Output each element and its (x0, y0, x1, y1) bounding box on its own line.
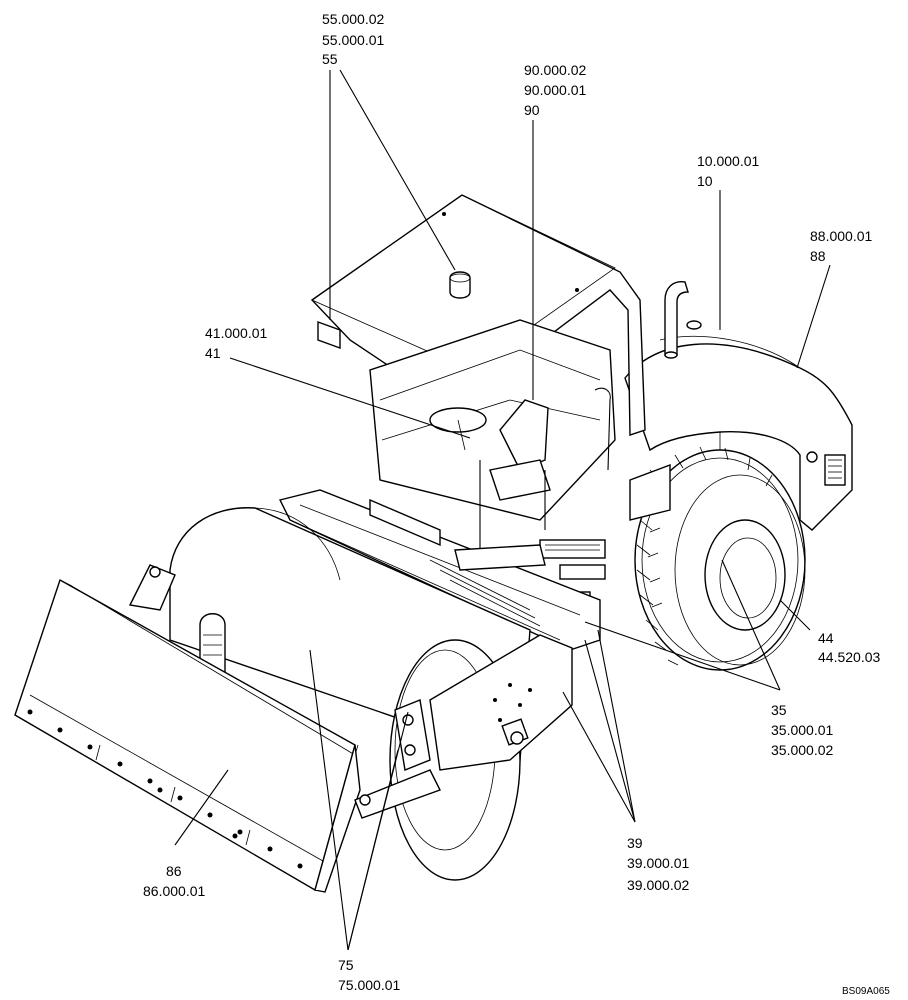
callout-41: 41.000.01 41 (205, 325, 267, 361)
callout-88-line2: 88 (810, 248, 826, 264)
callout-39-line3: 39.000.02 (627, 877, 689, 893)
callout-75: 75 75.000.01 (338, 957, 400, 993)
callout-88: 88.000.01 88 (810, 228, 872, 264)
callout-86-line1: 86 (166, 863, 182, 879)
callout-35-line3: 35.000.02 (771, 742, 833, 758)
callout-44: 44 44.520.03 (818, 630, 880, 665)
exhaust-pipe (664, 281, 702, 359)
callout-86-line2: 86.000.01 (143, 883, 205, 899)
callout-44-line1: 44 (818, 630, 834, 646)
leader-39a (562, 691, 636, 823)
leader-39b (584, 639, 636, 823)
leader-lines (174, 69, 831, 951)
leader-44 (779, 599, 811, 631)
callout-35: 35 35.000.01 35.000.02 (771, 702, 833, 758)
callout-75-line2: 75.000.01 (338, 977, 400, 993)
leader-35b (721, 559, 781, 691)
leader-75a (309, 649, 349, 951)
leader-39c (597, 629, 636, 823)
callout-35-line2: 35.000.01 (771, 722, 833, 738)
callout-90-line2: 90.000.01 (524, 82, 586, 98)
leader-55b (339, 69, 456, 271)
callout-39-line1: 39 (627, 835, 643, 851)
drum-side-frame (394, 634, 573, 771)
leader-41 (229, 357, 471, 439)
callout-10: 10.000.01 10 (697, 153, 759, 189)
leader-35a (584, 621, 781, 691)
leader-75c (347, 711, 409, 951)
callout-55-line3: 55 (322, 51, 338, 67)
engine-hood (624, 335, 853, 531)
dozer-blade (14, 564, 441, 893)
callout-35-line1: 35 (771, 702, 787, 718)
callout-55-line1: 55.000.02 (322, 11, 384, 27)
leader-88 (796, 264, 831, 369)
callout-86: 86 86.000.01 (143, 863, 205, 899)
callout-88-line1: 88.000.01 (810, 228, 872, 244)
callout-55-line2: 55.000.01 (322, 32, 384, 48)
callout-39: 39 39.000.01 39.000.02 (627, 835, 689, 893)
callout-41-line2: 41 (205, 345, 221, 361)
callout-10-line2: 10 (697, 173, 713, 189)
callout-75-line1: 75 (338, 957, 354, 973)
callout-90: 90.000.02 90.000.01 90 (524, 62, 586, 118)
callout-90-line3: 90 (524, 102, 540, 118)
rear-tire (634, 446, 806, 671)
callout-39-line2: 39.000.01 (627, 855, 689, 871)
operator-station (369, 319, 616, 550)
callout-55: 55.000.02 55.000.01 55 (322, 11, 384, 67)
leader-86 (174, 769, 229, 846)
callout-44-line2: 44.520.03 (818, 649, 880, 665)
callout-10-line1: 10.000.01 (697, 153, 759, 169)
callout-41-line1: 41.000.01 (205, 325, 267, 341)
callout-90-line1: 90.000.02 (524, 62, 586, 78)
drawing-code: BS09A065 (842, 986, 890, 997)
